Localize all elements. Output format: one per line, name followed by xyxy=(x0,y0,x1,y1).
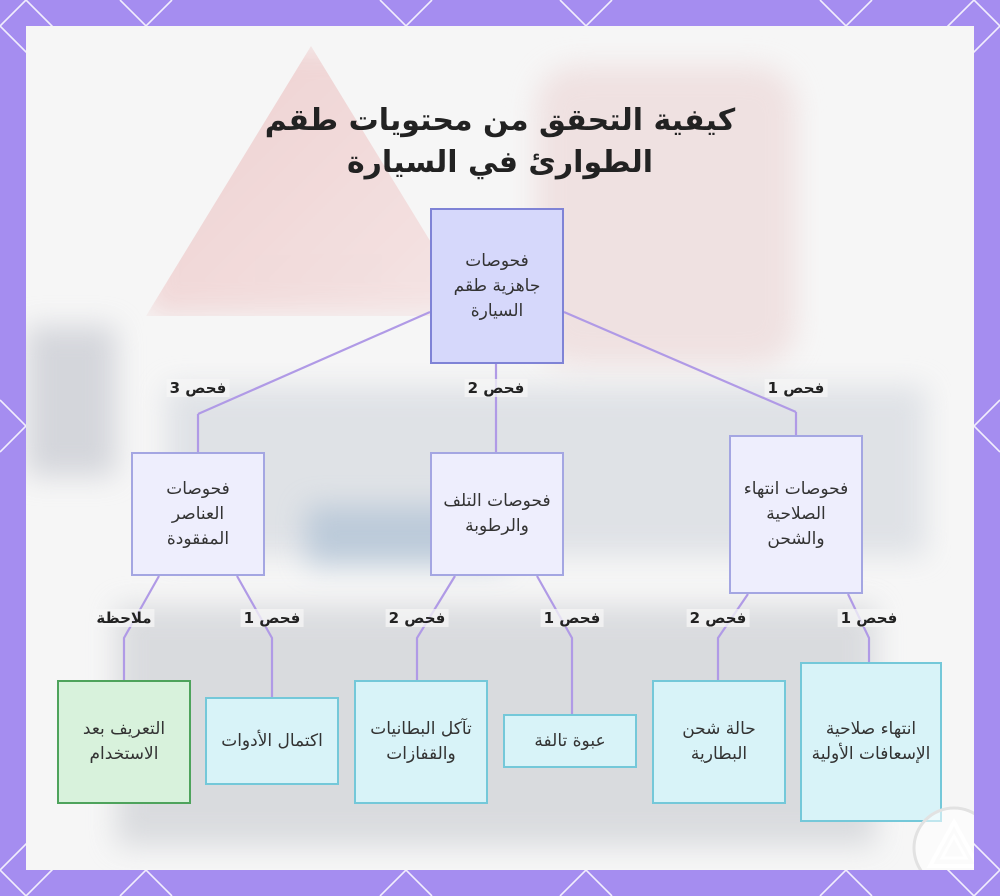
node-corrosion: تآكل البطانيات والقفازات xyxy=(354,680,488,804)
node-tools-complete: اكتمال الأدوات xyxy=(205,697,339,785)
edge-label-check-1: فحص 1 xyxy=(540,609,604,627)
connector-lines xyxy=(122,310,871,714)
background-shape xyxy=(26,326,116,476)
edge-label-check-2: فحص 2 xyxy=(464,379,528,397)
node-root: فحوصات جاهزية طقم السيارة xyxy=(430,208,564,364)
edge-label-check-1: فحص 1 xyxy=(764,379,828,397)
node-damaged-package: عبوة تالفة xyxy=(503,714,637,768)
background-shape xyxy=(536,66,796,366)
edge-label-check-3: فحص 3 xyxy=(166,379,230,397)
title-line-1: كيفية التحقق من محتويات طقم xyxy=(264,103,736,138)
edge-label-note: ملاحظة xyxy=(93,609,155,627)
diagram-title: كيفية التحقق من محتويات طقم الطوارئ في ا… xyxy=(26,100,974,184)
edge-label-check-1: فحص 1 xyxy=(837,609,901,627)
diagram-panel: كيفية التحقق من محتويات طقم الطوارئ في ا… xyxy=(26,26,974,870)
edge-label-check-2: فحص 2 xyxy=(686,609,750,627)
node-battery-charge: حالة شحن البطارية xyxy=(652,680,786,804)
edge-label-check-1: فحص 1 xyxy=(240,609,304,627)
edge-label-check-2: فحص 2 xyxy=(385,609,449,627)
node-expiry-charge: فحوصات انتهاء الصلاحية والشحن xyxy=(729,435,863,594)
node-missing-items: فحوصات العناصر المفقودة xyxy=(131,452,265,576)
title-line-2: الطوارئ في السيارة xyxy=(346,145,654,180)
warning-triangle-logo-icon xyxy=(912,806,974,870)
node-first-aid-expiry: انتهاء صلاحية الإسعافات الأولية xyxy=(800,662,942,822)
node-define-after-use: التعريف بعد الاستخدام xyxy=(57,680,191,804)
node-damage-moisture: فحوصات التلف والرطوبة xyxy=(430,452,564,576)
